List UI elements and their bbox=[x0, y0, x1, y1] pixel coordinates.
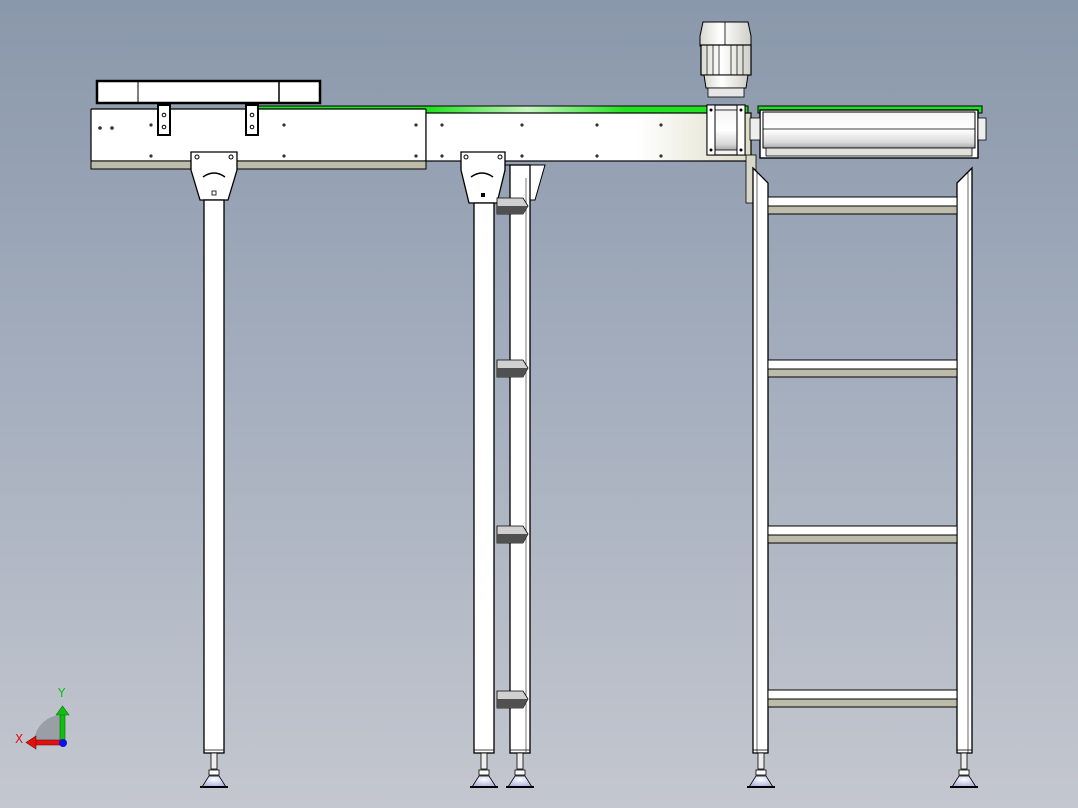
box-clamp bbox=[157, 104, 259, 136]
drive-roller[interactable] bbox=[749, 105, 987, 159]
side-rail-step bbox=[496, 525, 529, 544]
support-leg-3[interactable] bbox=[509, 164, 531, 754]
triad-y-label: Y bbox=[58, 686, 66, 700]
triad-x-label: X bbox=[15, 732, 24, 746]
gearbox[interactable] bbox=[706, 104, 746, 156]
leveling-foot-4[interactable] bbox=[747, 752, 775, 788]
product-box[interactable] bbox=[95, 79, 322, 105]
ladder-frame-crossbar bbox=[767, 525, 958, 544]
side-rail-steps bbox=[496, 197, 529, 709]
leveling-foot-3[interactable] bbox=[506, 752, 534, 788]
coordinate-triad bbox=[25, 705, 70, 750]
side-rail-step bbox=[496, 197, 529, 215]
ladder-frame-crossbar bbox=[767, 359, 958, 378]
support-leg-2[interactable] bbox=[473, 202, 495, 754]
leveling-foot-5[interactable] bbox=[950, 752, 978, 788]
motor[interactable] bbox=[699, 21, 752, 98]
side-rail-step bbox=[496, 359, 529, 378]
ladder-frame-crossbar bbox=[767, 689, 958, 708]
conveyor-frame-section-left[interactable] bbox=[90, 104, 427, 170]
z-axis-dot-icon bbox=[59, 739, 67, 747]
leveling-foot-1[interactable] bbox=[200, 752, 228, 788]
leg-bracket-left bbox=[190, 151, 238, 201]
support-leg-4[interactable] bbox=[752, 166, 769, 754]
support-leg-5[interactable] bbox=[956, 166, 973, 754]
support-leg-1[interactable] bbox=[203, 199, 225, 754]
ladder-frame-crossbar bbox=[767, 196, 958, 215]
side-rail-step bbox=[496, 690, 529, 709]
leveling-foot-2[interactable] bbox=[470, 752, 498, 788]
ladder-frame-crossbars bbox=[767, 196, 958, 708]
